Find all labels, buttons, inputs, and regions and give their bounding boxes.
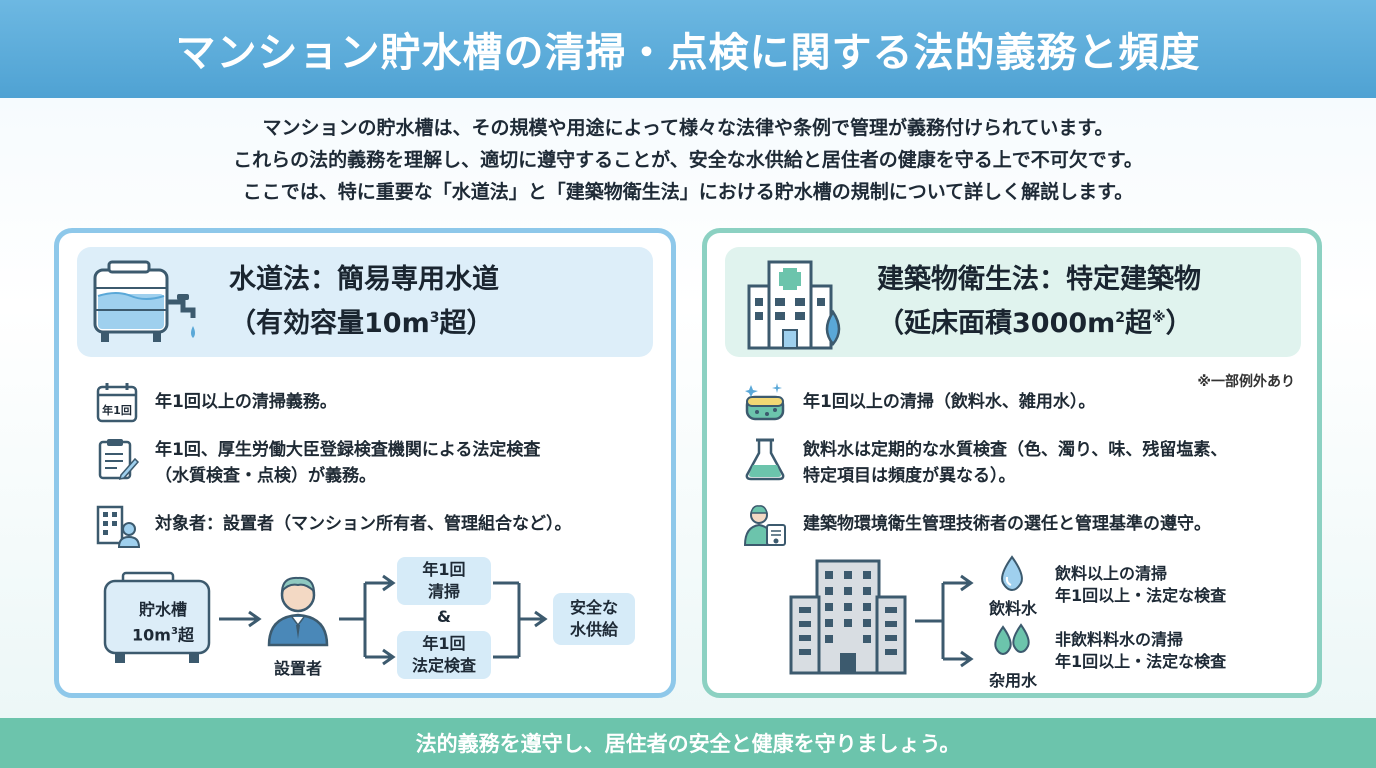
merge-arrow-icon: [493, 581, 548, 659]
clipboard-icon: [98, 439, 140, 481]
item-text: 対象者：設置者（マンション所有者、管理組合など）。: [155, 514, 572, 534]
water-supply-act-header: 水道法：簡易専用水道 （有効容量10m3超）: [77, 247, 653, 357]
title-bar: マンション貯水槽の清掃・点検に関する法的義務と頻度: [0, 0, 1376, 98]
flask-icon: [745, 438, 785, 481]
intro-line: これらの法的義務を理解し、適切に遵守することが、安全な水供給と居住者の健康を守る…: [233, 149, 1143, 171]
drinking-water-description: 飲料以上の清掃 年1回以上・法定な検査: [1055, 564, 1227, 605]
page-title: マンション貯水槽の清掃・点検に関する法的義務と頻度: [175, 30, 1201, 76]
building-sanitation-act-header: 建築物衛生法：特定建築物 （延床面積3000m2超※）: [725, 247, 1301, 357]
cleaning-task-box: 年1回 清掃: [397, 557, 491, 605]
miscellaneous-water-description: 非飲料料水の清掃 年1回以上・法定な検査: [1055, 630, 1227, 671]
arrow-right-icon: [219, 610, 262, 628]
item-text: 建築物環境衛生管理技術者の選任と管理基準の遵守。: [803, 514, 1211, 534]
owner-label: 設置者: [273, 659, 322, 678]
hospital-building-drop-icon: [747, 260, 841, 350]
safe-water-result-box: 安全な 水供給: [553, 593, 635, 645]
calendar-icon-label: 年1回: [102, 403, 132, 417]
branch-arrow-icon: [339, 574, 396, 666]
owner-person-icon: [267, 576, 329, 647]
item-text: 飲料水は定期的な水質検査（色、濁り、味、残留塩素、 特定項目は頻度が異なる）。: [803, 440, 1228, 486]
sponge-icon: [745, 383, 785, 421]
water-drop-icon: [1001, 555, 1023, 592]
miscellaneous-water-label: 杂用水: [988, 671, 1037, 690]
water-supply-act-title: 水道法：簡易専用水道 （有効容量10m3超）: [229, 264, 499, 339]
list-item: 年1回以上の清掃（飲料水、雑用水）。: [743, 381, 1095, 425]
drinking-water-label: 飲料水: [988, 599, 1037, 618]
building-sanitation-act-panel: 建築物衛生法：特定建築物 （延床面積3000m2超※） ※一部例外あり 年1回以…: [702, 228, 1322, 698]
building-sanitation-act-title: 建築物衛生法：特定建築物 （延床面積3000m2超※）: [877, 264, 1201, 339]
tank-label: 貯水槽 10m3超: [132, 600, 194, 645]
intro-text: マンションの貯水槽は、その規模や用途によって様々な法律や条例で管理が義務付けられ…: [0, 112, 1376, 208]
water-tank-faucet-icon: [93, 260, 196, 342]
water-drops-icon: [994, 623, 1030, 656]
calendar-icon: 年1回: [96, 383, 138, 423]
item-text: 年1回、厚生労働大臣登録検査機関による法定検査 （水質検査・点検）が義務。: [155, 440, 541, 486]
intro-line: ここでは、特に重要な「水道法」と「建築物衛生法」における貯水槽の規制について詳し…: [242, 181, 1134, 203]
list-item: 対象者：設置者（マンション所有者、管理組合など）。: [95, 503, 572, 548]
list-item: 年1回 年1回以上の清掃義務。: [95, 381, 337, 425]
office-building-icon: [789, 559, 907, 675]
branch-arrow-icon: [915, 574, 974, 668]
inspection-task-box: 年1回 法定検査: [397, 631, 491, 679]
building-person-icon: [96, 505, 141, 548]
intro-line: マンションの貯水槽は、その規模や用途によって様々な法律や条例で管理が義務付けられ…: [262, 117, 1114, 139]
connector-ampersand: &: [437, 607, 451, 626]
footer-banner: 法的義務を遵守し、居住者の安全と健康を守りましょう。: [0, 718, 1376, 768]
technician-icon: [743, 505, 786, 546]
list-item: 建築物環境衛生管理技術者の選任と管理基準の遵守。: [743, 503, 1211, 547]
item-text: 年1回以上の清掃義務。: [155, 392, 337, 412]
footer-message: 法的義務を遵守し、居住者の安全と健康を守りましょう。: [415, 732, 961, 756]
exception-note: ※一部例外あり: [1197, 374, 1295, 390]
list-item: 年1回、厚生労働大臣登録検査機関による法定検査 （水質検査・点検）が義務。: [95, 437, 540, 489]
water-supply-act-panel: 水道法：簡易専用水道 （有効容量10m3超） 年1回 年1回以上の清掃義務。 年…: [54, 228, 676, 698]
water-tank-icon: [103, 571, 211, 663]
item-text: 年1回以上の清掃（飲料水、雑用水）。: [803, 392, 1096, 412]
list-item: 飲料水は定期的な水質検査（色、濁り、味、残留塩素、 特定項目は頻度が異なる）。: [743, 437, 1227, 489]
